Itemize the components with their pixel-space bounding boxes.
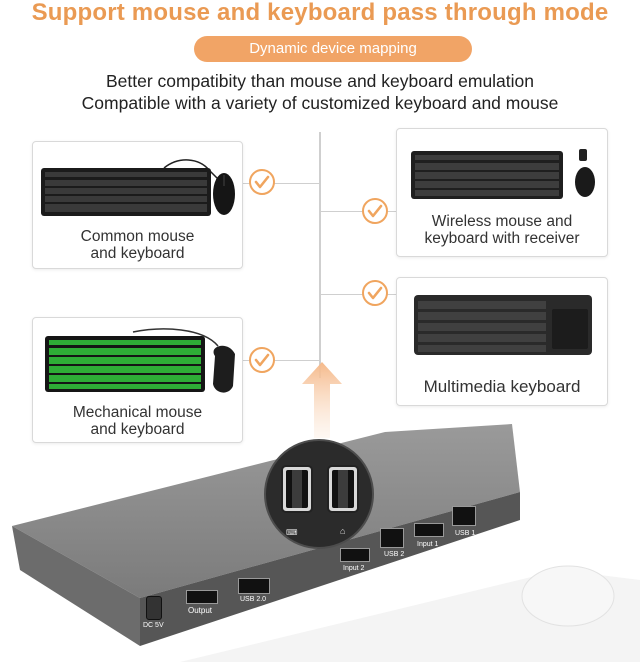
usb1-port bbox=[452, 506, 476, 526]
port-label-dc: DC 5V bbox=[143, 622, 164, 629]
card-label-line1: Multimedia keyboard bbox=[423, 377, 581, 396]
check-icon bbox=[249, 169, 275, 195]
connector-trunk bbox=[319, 132, 321, 378]
wireless-keyboard-image bbox=[411, 149, 595, 199]
port-label-input2: Input 2 bbox=[343, 565, 365, 572]
check-icon bbox=[362, 280, 388, 306]
usb-zoom-circle bbox=[264, 439, 374, 549]
connector-common bbox=[241, 183, 320, 184]
check-icon bbox=[249, 347, 275, 373]
usb2-port bbox=[380, 528, 404, 548]
keyboard-mark: ⌨ bbox=[286, 528, 298, 537]
card-multimedia-keyboard: Multimedia keyboard bbox=[396, 277, 608, 406]
card-label-line2: and keyboard bbox=[90, 245, 185, 262]
card-common-keyboard: Common mouse and keyboard bbox=[32, 141, 243, 269]
port-label-usb1: USB 1 bbox=[455, 530, 476, 537]
keyboard-mouse-image bbox=[41, 159, 235, 216]
dc-port bbox=[146, 596, 162, 620]
connector-multimedia bbox=[320, 294, 398, 295]
hdmi-input2-port bbox=[340, 548, 370, 562]
headline: Support mouse and keyboard pass through … bbox=[31, 0, 609, 26]
check-icon bbox=[362, 198, 388, 224]
card-mechanical-keyboard: Mechanical mouse and keyboard bbox=[32, 317, 243, 443]
card-label-line2: keyboard with receiver bbox=[424, 230, 580, 247]
arrow-up-icon bbox=[302, 362, 342, 438]
usb20-port bbox=[238, 578, 270, 594]
mechanical-keyboard-image bbox=[45, 328, 235, 393]
card-label-line1: Common mouse bbox=[80, 228, 195, 245]
hdmi-input1-port bbox=[414, 523, 444, 537]
mouse-mark: ⌂ bbox=[340, 526, 346, 536]
card-label-line2: and keyboard bbox=[90, 421, 185, 438]
dynamic-mapping-pill: Dynamic device mapping bbox=[194, 36, 472, 62]
port-label-input1: Input 1 bbox=[417, 541, 439, 548]
port-label-output: Output bbox=[188, 606, 213, 615]
connector-wireless bbox=[320, 211, 398, 212]
multimedia-keyboard-image bbox=[414, 295, 592, 355]
port-label-usb20: USB 2.0 bbox=[240, 596, 267, 603]
subtitle-line-1: Better compatibity than mouse and keyboa… bbox=[105, 71, 535, 91]
port-label-usb2: USB 2 bbox=[384, 551, 405, 558]
connector-mechanical bbox=[241, 360, 320, 361]
card-label-line1: Mechanical mouse bbox=[72, 404, 203, 421]
card-wireless-keyboard: Wireless mouse and keyboard with receive… bbox=[396, 128, 608, 257]
hdmi-output-port bbox=[186, 590, 218, 604]
subtitle-line-2: Compatible with a variety of customized … bbox=[81, 93, 559, 113]
card-label-line1: Wireless mouse and bbox=[431, 213, 573, 230]
